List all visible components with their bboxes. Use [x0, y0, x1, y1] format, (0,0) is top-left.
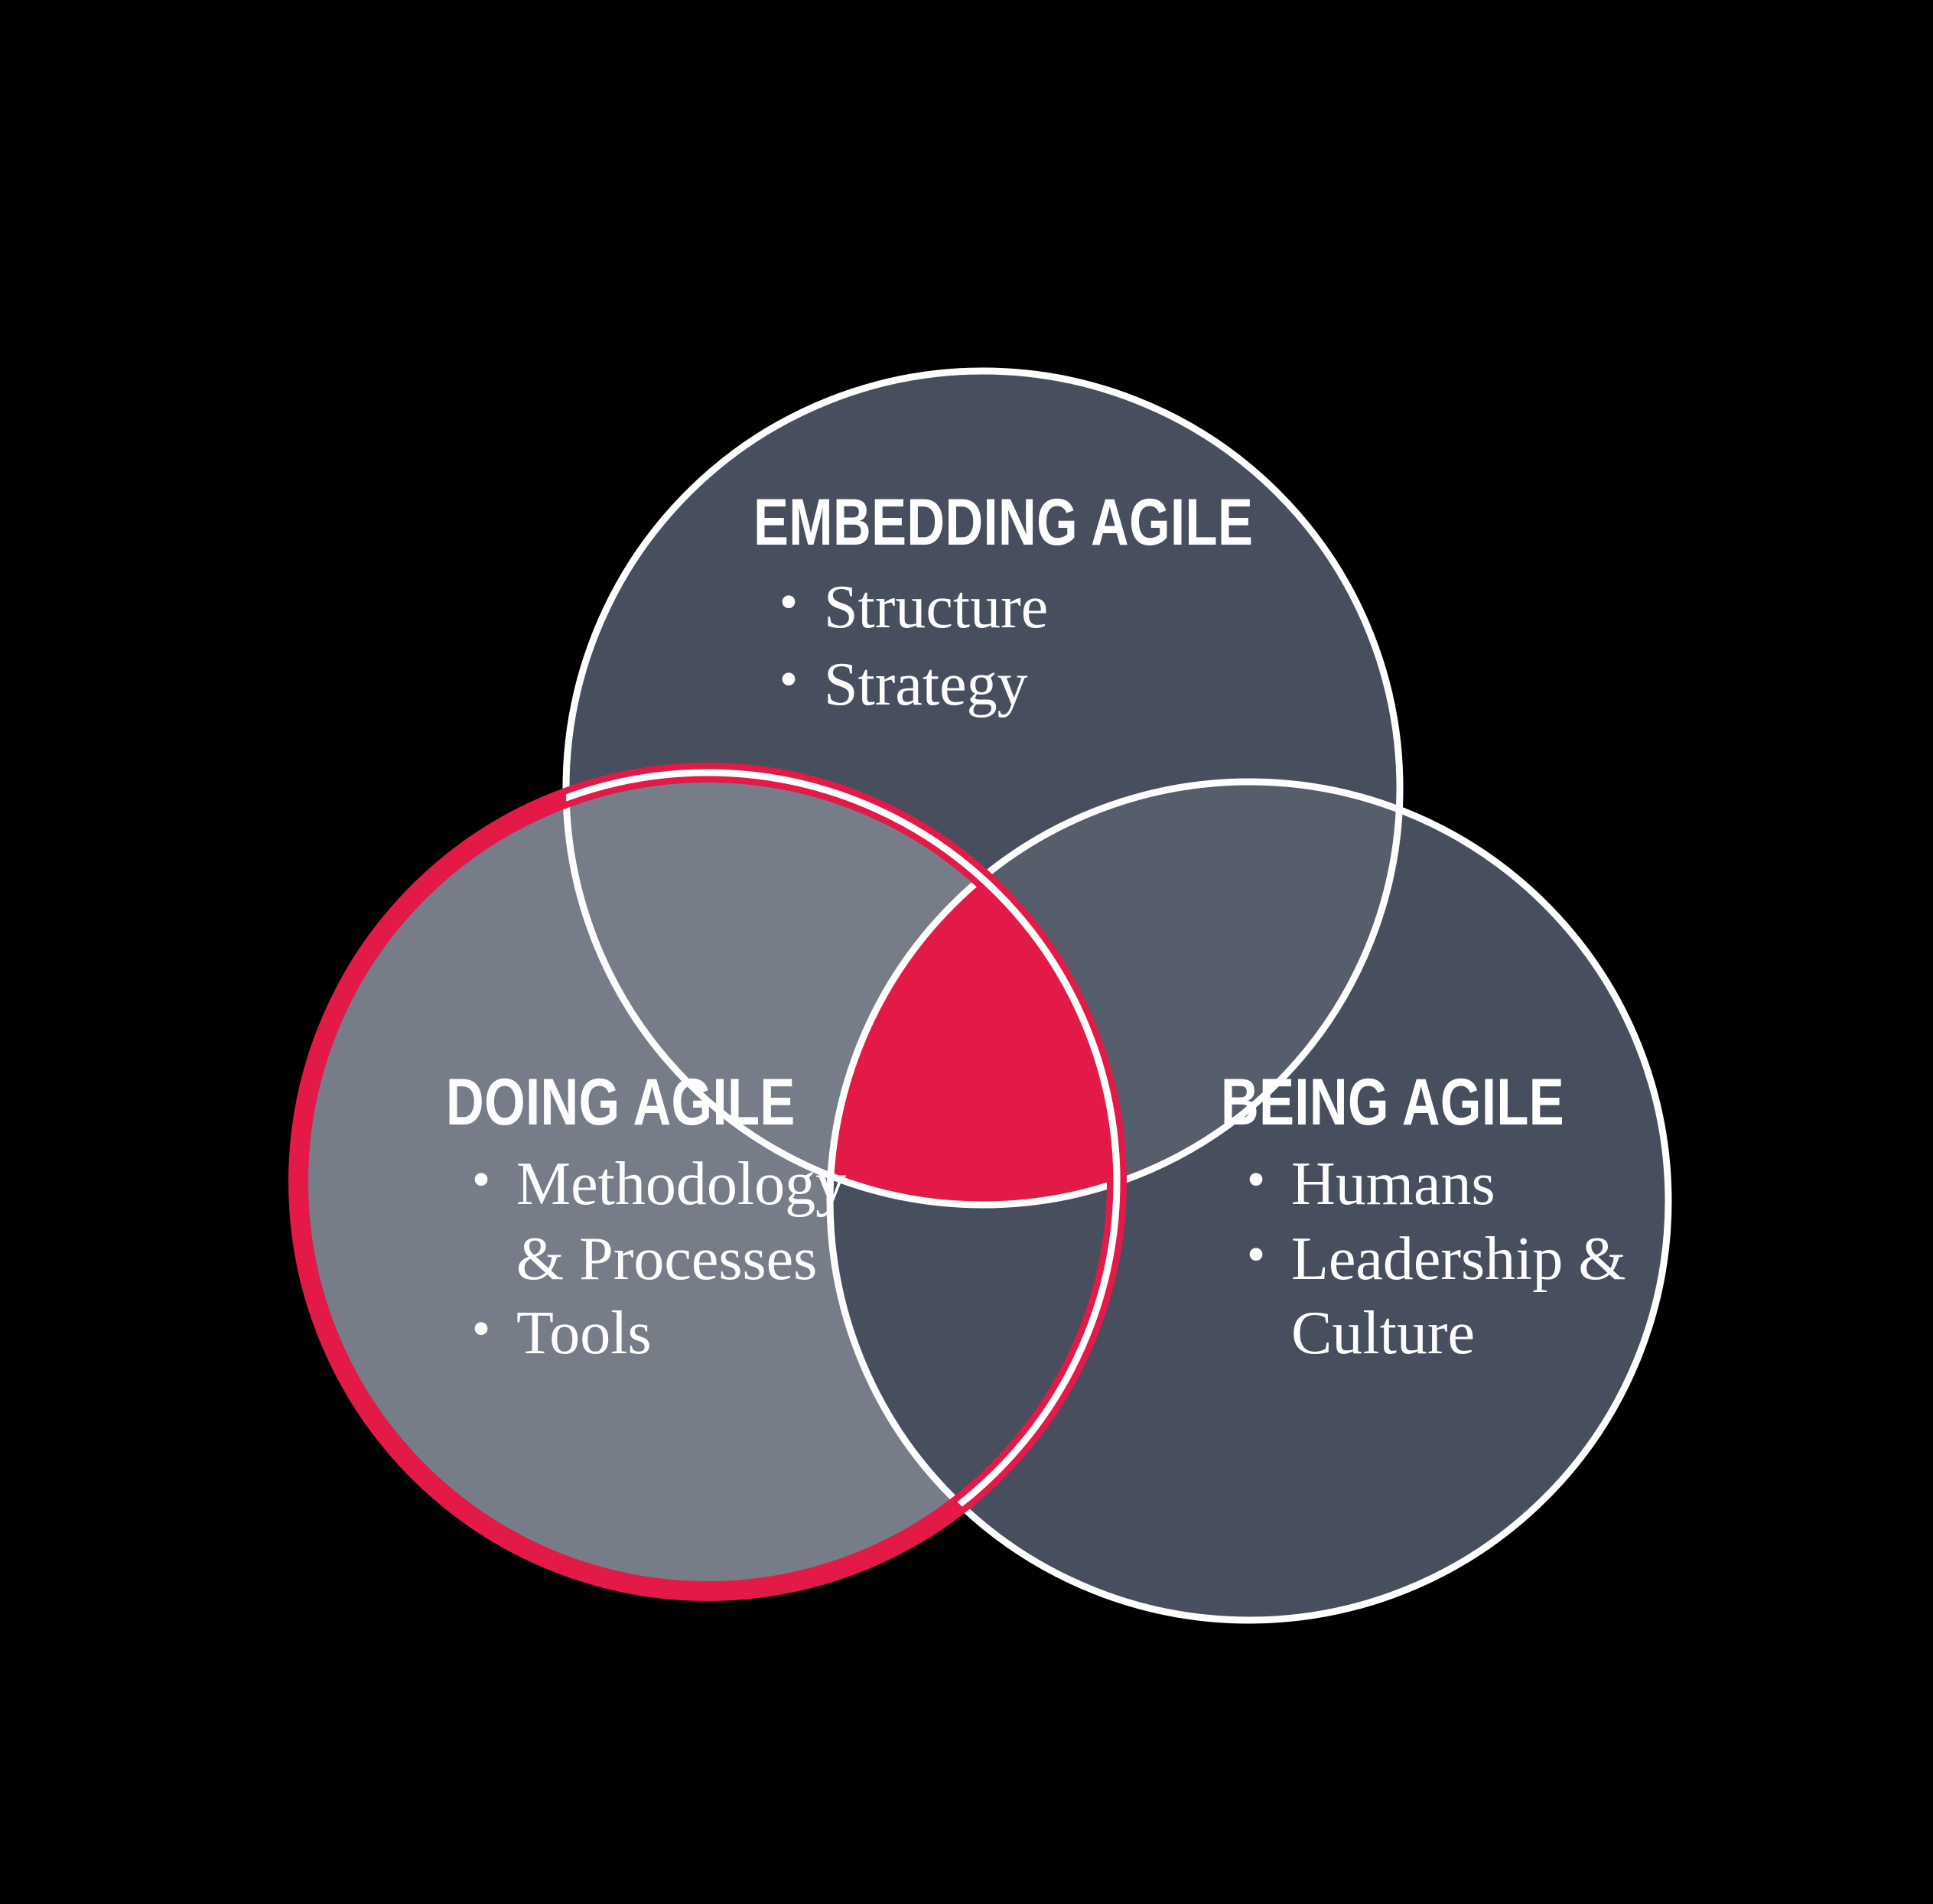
circle-being-outline	[826, 778, 1672, 1624]
circle-doing-outline-inner-right	[830, 782, 1121, 1595]
overlap-all-three	[830, 782, 1117, 1205]
